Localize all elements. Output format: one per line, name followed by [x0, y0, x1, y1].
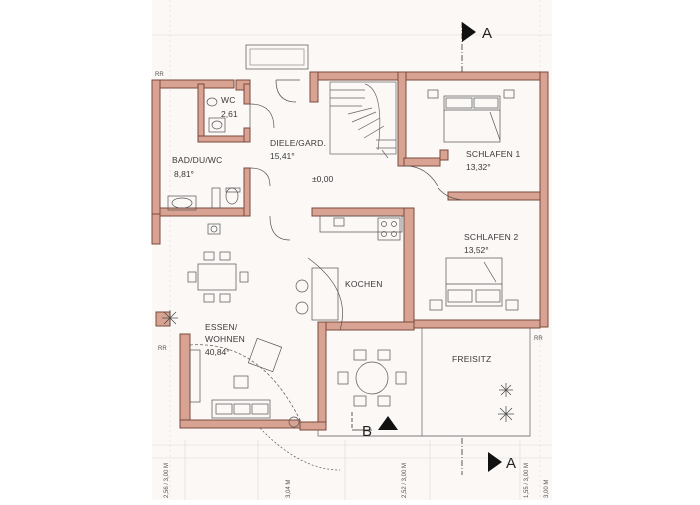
wc-label: WC [221, 95, 236, 105]
essen-area: 40,84° [205, 347, 230, 357]
kitchen-counter [295, 215, 403, 321]
entry-canopy [245, 44, 309, 70]
rr-label-top-left: RR [155, 72, 164, 78]
staircase [329, 81, 397, 159]
walls [151, 71, 549, 431]
rr-label-right: RR [534, 336, 543, 342]
section-b-label: B [362, 423, 372, 440]
section-a-top-arrow [462, 22, 476, 42]
dimension-5: 3,00 M [544, 480, 550, 498]
schlafen1-area: 13,32° [466, 162, 491, 172]
rr-label-left: RR [158, 346, 167, 352]
bad-area: 8,81° [174, 169, 194, 179]
bed-schlafen-1 [427, 89, 515, 143]
dining-set [187, 223, 249, 303]
dimension-3: 2,52 / 3,00 M [402, 463, 408, 498]
section-a-bottom-label: A [506, 455, 516, 472]
wc-area: 2,61 [221, 109, 238, 119]
level-label: ±0,00 [312, 174, 333, 184]
dimension-1: 2,56 / 3,00 M [164, 463, 170, 498]
terrace-table [337, 349, 407, 407]
wc-fixtures [206, 97, 226, 133]
bed-schlafen-2 [429, 257, 519, 311]
dimension-2: 3,04 M [286, 480, 292, 498]
essen-label-line2: WOHNEN [205, 334, 245, 344]
bad-label: BAD/DU/WC [172, 155, 222, 165]
plant-symbols [162, 310, 514, 422]
grid-lines [152, 0, 552, 500]
dimension-4: 1,55 / 3,00 M [524, 463, 530, 498]
essen-label-line1: ESSEN/ [205, 322, 238, 332]
door-swings [189, 79, 467, 471]
section-a-top-label: A [482, 25, 492, 42]
section-b-arrow [378, 416, 398, 430]
schlafen1-label: SCHLAFEN 1 [466, 149, 521, 159]
schlafen2-area: 13,52° [464, 245, 489, 255]
bathroom-fixtures [167, 187, 241, 211]
schlafen2-label: SCHLAFEN 2 [464, 232, 519, 242]
freisitz-label: FREISITZ [452, 354, 491, 364]
section-a-bottom-arrow [488, 452, 502, 472]
diele-label: DIELE/GARD. [270, 138, 326, 148]
living-furniture [189, 337, 300, 428]
kochen-label: KOCHEN [345, 279, 383, 289]
diele-area: 15,41° [270, 151, 295, 161]
